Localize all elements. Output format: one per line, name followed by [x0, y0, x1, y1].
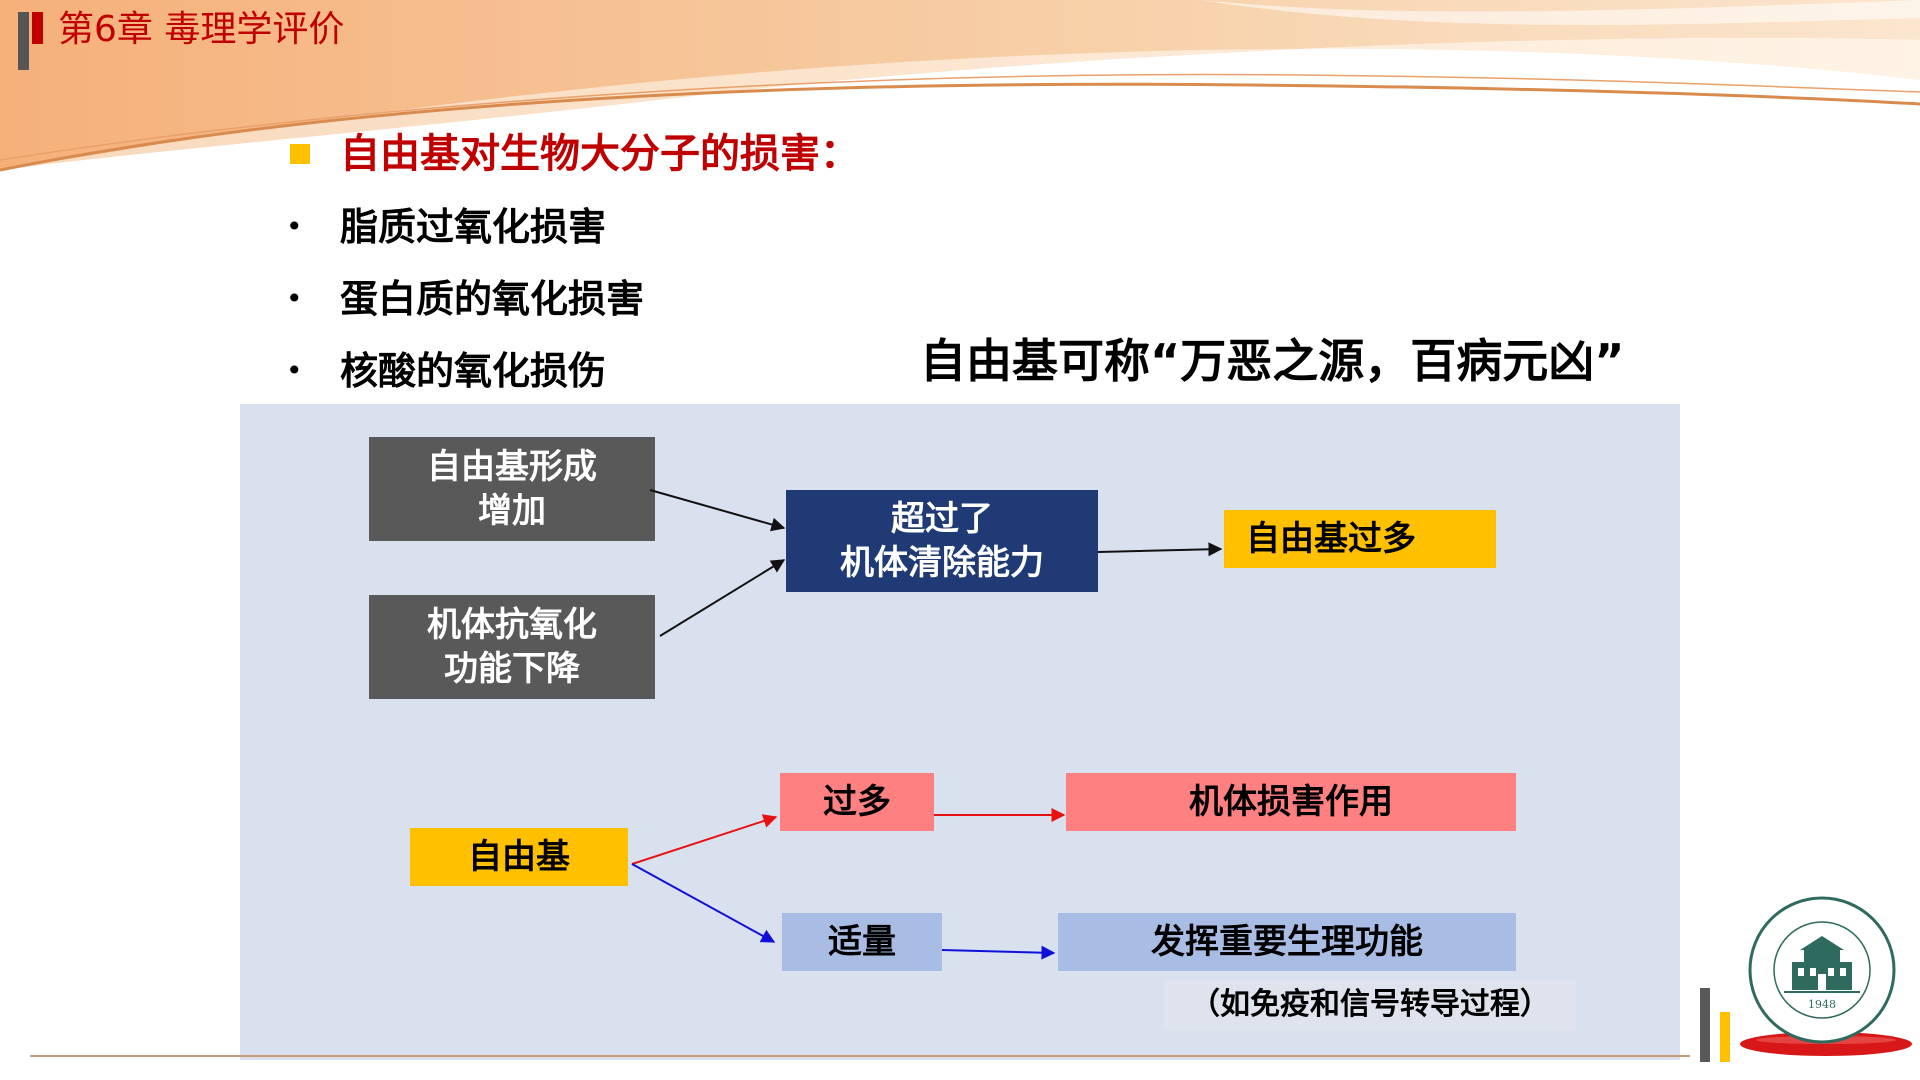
box-damage-effect: 机体损害作用: [1066, 773, 1516, 831]
slide-heading: 自由基对生物大分子的损害：: [340, 131, 860, 177]
chapter-title: 第6章 毒理学评价: [58, 9, 345, 50]
chapter-marker-red: [32, 12, 43, 44]
bullet-dot: •: [286, 282, 303, 315]
footer-divider-line: [30, 1055, 1690, 1057]
corner-bar-gray: [1700, 988, 1710, 1062]
box-moderate: 适量: [782, 913, 942, 971]
bullet-dot: •: [286, 354, 303, 387]
box-excess-free-radicals: 自由基过多: [1224, 510, 1496, 568]
box-free-radical-increase: 自由基形成 增加: [369, 437, 655, 541]
box-physiological-function: 发挥重要生理功能: [1058, 913, 1516, 971]
bullet-dot: •: [286, 210, 303, 243]
note-immune-signal: （如免疫和信号转导过程）: [1164, 980, 1576, 1030]
bullet-item-lipid: 脂质过氧化损害: [340, 205, 607, 249]
header-banner: [0, 0, 1920, 172]
chapter-marker-gray: [18, 12, 29, 70]
quote-text: 自由基可称“万恶之源，百病元凶”: [920, 334, 1625, 388]
heading-bullet-square: [290, 144, 310, 164]
box-antioxidant-decline: 机体抗氧化 功能下降: [369, 595, 655, 699]
university-seal-icon: 1948: [1748, 896, 1896, 1044]
box-excess: 过多: [780, 773, 934, 831]
bullet-item-nucleic-acid: 核酸的氧化损伤: [340, 349, 607, 393]
corner-bar-yellow: [1720, 1012, 1730, 1062]
seal-year: 1948: [1808, 998, 1836, 1011]
box-free-radical: 自由基: [410, 828, 628, 886]
box-exceed-clearance: 超过了 机体清除能力: [786, 490, 1098, 592]
bullet-item-protein: 蛋白质的氧化损害: [340, 277, 645, 321]
